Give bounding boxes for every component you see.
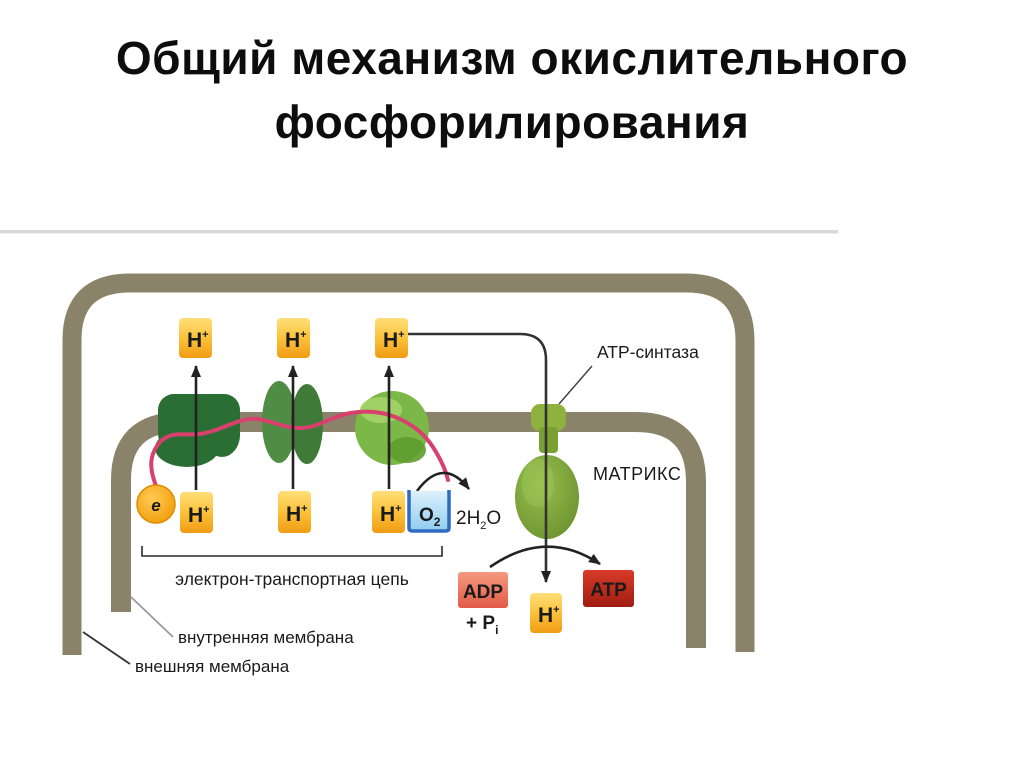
page-title: Общий механизм окислительного фосфорилир… [0,26,1024,154]
svg-text:H+: H+ [188,504,210,527]
h-label: H [538,604,553,627]
svg-text:H+: H+ [285,329,307,352]
complex-3 [355,391,429,465]
h-label: H [383,329,398,352]
h-sup: + [395,503,401,515]
hplus-box-top-2: H+ [277,318,310,358]
h-sup: + [553,604,559,616]
complex-2 [262,381,323,464]
h-label: H [380,503,395,526]
hplus-box-bottom-1: H+ [180,492,213,533]
o2-sub: 2 [434,515,441,529]
atp-synthase-label: АТР-синтаза [597,342,699,362]
h-label: H [188,504,203,527]
proton-return-path [408,332,551,583]
water-pre: 2H [456,508,480,529]
o2-box: O2 [407,490,451,533]
h-label: H [187,329,202,352]
inner-membrane-pointer [130,596,174,638]
h-sup: + [301,503,307,515]
svg-text:H+: H+ [380,503,402,526]
svg-text:H+: H+ [383,329,405,352]
adp-atp-arc [489,545,601,569]
inner-membrane-label: внутренняя мембрана [178,628,354,647]
hplus-box-bottom-3: H+ [372,491,405,533]
etc-chain-label: электрон-транспортная цепь [175,569,409,589]
outer-membrane [62,273,755,655]
title-separator [0,230,838,234]
adp-box: ADP [458,572,508,608]
h-sup: + [203,504,209,516]
svg-text:O2: O2 [419,505,441,529]
hplus-box-top-1: H+ [179,318,212,358]
outer-membrane-pointer [82,631,131,665]
etc-bracket [141,546,443,557]
outer-membrane-label: внешняя мембрана [135,657,290,676]
title-line-1: Общий механизм окислительного [115,32,909,84]
electron-label: e [151,496,160,515]
water-label: 2H2O [456,508,501,532]
matrix-label: МАТРИКС [593,464,681,484]
electron-path [149,409,450,488]
atp-synthase-pointer [558,365,593,405]
svg-text:H+: H+ [538,604,560,627]
svg-text:H+: H+ [286,503,308,526]
water-post: O [486,508,501,529]
adp-label: ADP [463,582,503,603]
h-sup: + [300,329,306,341]
h-label: H [286,503,301,526]
atp-label: ATP [590,580,627,601]
h-sup: + [398,329,404,341]
pi-sub: i [495,623,498,637]
complex-1 [155,394,240,467]
h-label: H [285,329,300,352]
water-sub: 2 [480,520,486,532]
pi-pre: + P [466,613,495,634]
electron-circle: e [136,484,176,524]
hplus-box-bottom-2: H+ [278,491,311,533]
title-line-2: фосфорилирования [274,96,750,148]
hplus-box-synthase: H+ [530,593,562,633]
hplus-box-top-3: H+ [375,318,408,358]
water-arc [415,471,471,492]
svg-text:H+: H+ [187,329,209,352]
atp-box: ATP [583,570,634,607]
h-sup: + [202,329,208,341]
pi-label: + Pi [466,613,498,637]
o2-label: O [419,505,434,526]
